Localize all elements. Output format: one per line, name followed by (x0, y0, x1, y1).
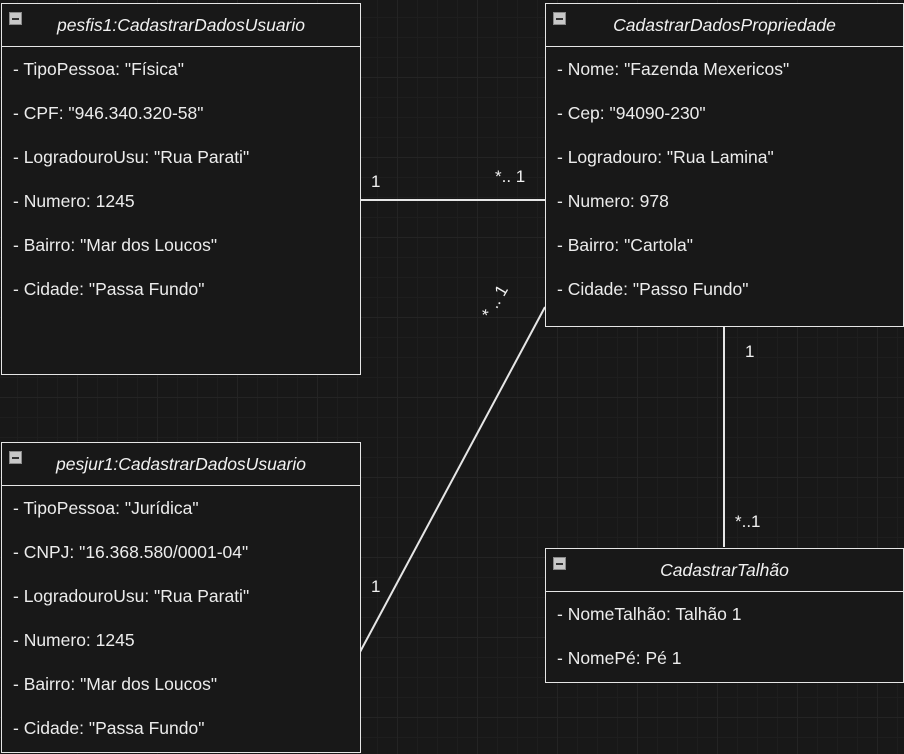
attribute-list: - Nome: "Fazenda Mexericos" - Cep: "9409… (546, 47, 903, 311)
attribute-item: - Cep: "94090-230" (557, 103, 706, 123)
class-header: CadastrarDadosPropriedade (546, 4, 903, 47)
class-box-talhao[interactable]: CadastrarTalhão - NomeTalhão: Talhão 1 -… (545, 548, 904, 683)
class-header: pesjur1:CadastrarDadosUsuario (2, 443, 360, 486)
attribute-list: - TipoPessoa: "Física" - CPF: "946.340.3… (2, 47, 360, 311)
collapse-icon[interactable] (9, 451, 22, 464)
attribute-item: - Cidade: "Passo Fundo" (557, 279, 749, 299)
class-header: CadastrarTalhão (546, 549, 903, 592)
attribute-item: - Logradouro: "Rua Lamina" (557, 147, 774, 167)
attribute-item: - NomeTalhão: Talhão 1 (557, 604, 742, 624)
collapse-icon[interactable] (553, 557, 566, 570)
attribute-item: - LogradouroUsu: "Rua Parati" (13, 147, 250, 167)
collapse-icon[interactable] (553, 12, 566, 25)
attribute-item: - Bairro: "Cartola" (557, 235, 693, 255)
class-title: CadastrarTalhão (660, 559, 789, 580)
attribute-item: - Bairro: "Mar dos Loucos" (13, 674, 218, 694)
multiplicity-label: *.. 1 (495, 167, 526, 186)
attribute-list: - TipoPessoa: "Jurídica" - CNPJ: "16.368… (2, 486, 360, 750)
attribute-item: - Cidade: "Passa Fundo" (13, 718, 205, 738)
attribute-list: - NomeTalhão: Talhão 1 - NomePé: Pé 1 (546, 592, 903, 680)
class-header: pesfis1:CadastrarDadosUsuario (2, 4, 360, 47)
multiplicity-label: 1 (745, 342, 755, 361)
attribute-item: - Cidade: "Passa Fundo" (13, 279, 205, 299)
attribute-item: - Numero: 1245 (13, 191, 135, 211)
multiplicity-label: 1 (371, 577, 381, 596)
class-title: pesjur1:CadastrarDadosUsuario (56, 453, 306, 474)
attribute-item: - Bairro: "Mar dos Loucos" (13, 235, 218, 255)
attribute-item: - Numero: 978 (557, 191, 669, 211)
attribute-item: - CPF: "946.340.320-58" (13, 103, 204, 123)
class-box-propriedade[interactable]: CadastrarDadosPropriedade - Nome: "Fazen… (545, 3, 904, 327)
class-box-pesjur1[interactable]: pesjur1:CadastrarDadosUsuario - TipoPess… (1, 442, 361, 753)
attribute-item: - Nome: "Fazenda Mexericos" (557, 59, 790, 79)
attribute-item: - TipoPessoa: "Física" (13, 59, 184, 79)
class-box-pesfis1[interactable]: pesfis1:CadastrarDadosUsuario - TipoPess… (1, 3, 361, 375)
multiplicity-label: 1 (371, 172, 381, 191)
attribute-item: - LogradouroUsu: "Rua Parati" (13, 586, 250, 606)
attribute-item: - TipoPessoa: "Jurídica" (13, 498, 199, 518)
attribute-item: - CNPJ: "16.368.580/0001-04" (13, 542, 249, 562)
multiplicity-label: *..1 (735, 512, 761, 531)
collapse-icon[interactable] (9, 12, 22, 25)
attribute-item: - Numero: 1245 (13, 630, 135, 650)
attribute-item: - NomePé: Pé 1 (557, 648, 682, 668)
class-title: CadastrarDadosPropriedade (613, 14, 836, 35)
association-pesjur1-propriedade[interactable] (359, 306, 546, 653)
class-title: pesfis1:CadastrarDadosUsuario (56, 14, 306, 35)
